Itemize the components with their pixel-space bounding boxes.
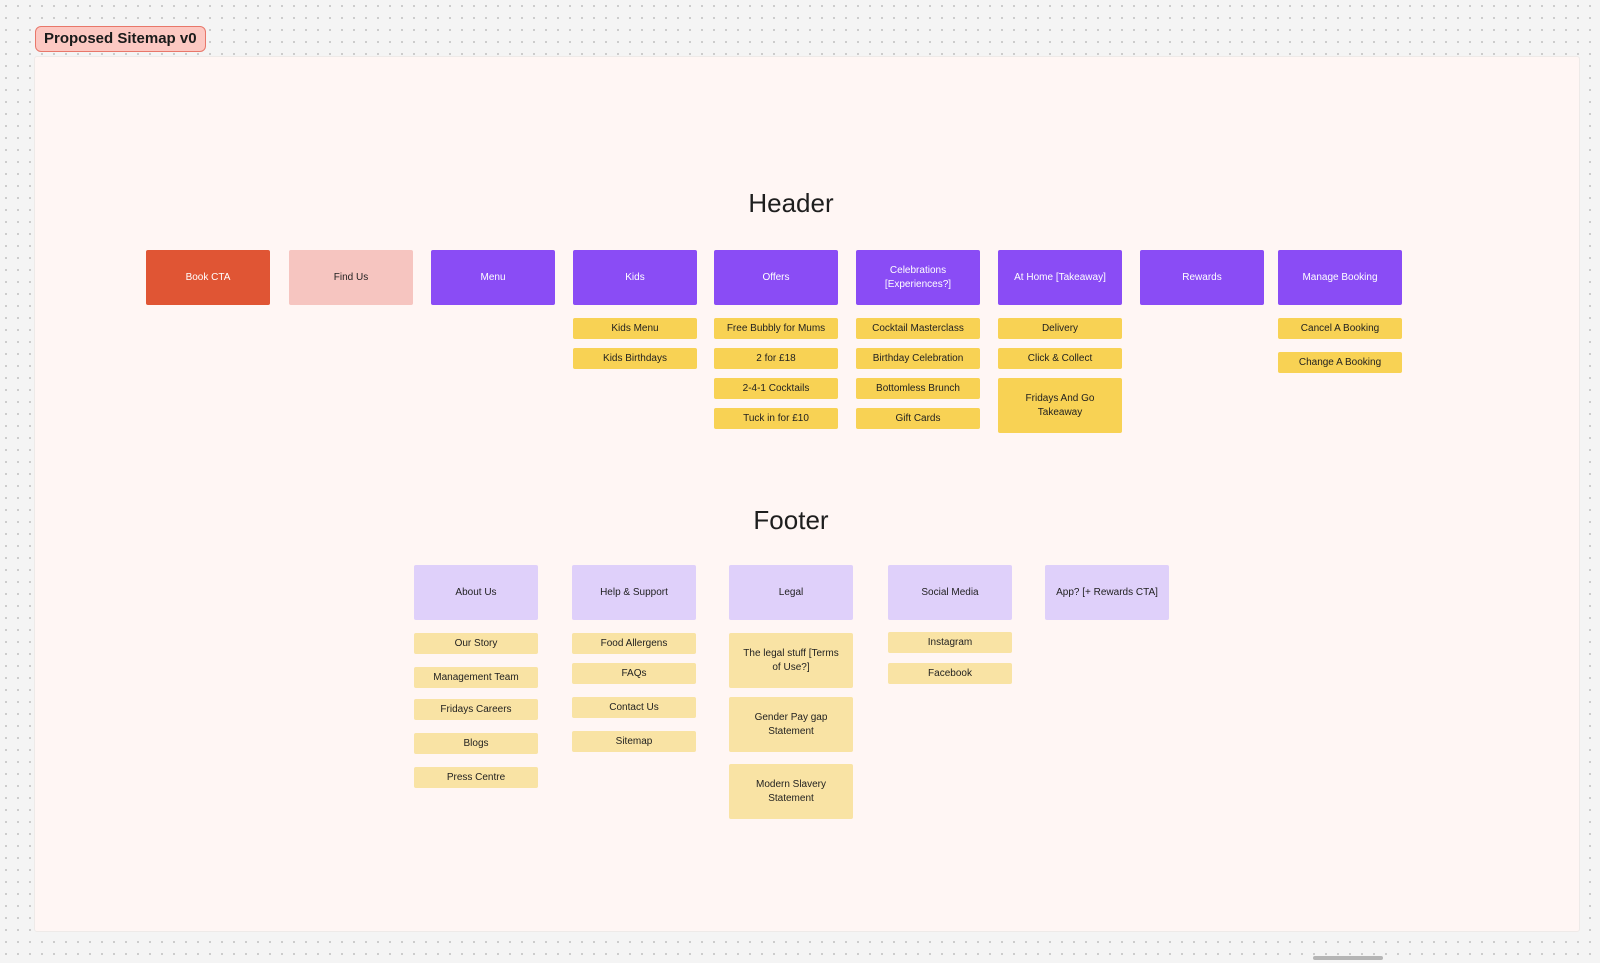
about-us-label: About Us bbox=[455, 586, 497, 598]
cancel-booking-node[interactable]: Cancel A Booking bbox=[1278, 318, 1402, 339]
blogs-node[interactable]: Blogs bbox=[414, 733, 538, 754]
tuck-in-label: Tuck in for £10 bbox=[743, 412, 809, 424]
cocktail-masterclass-label: Cocktail Masterclass bbox=[872, 322, 964, 334]
food-allergens-label: Food Allergens bbox=[600, 637, 668, 649]
kids-menu-label: Kids Menu bbox=[611, 322, 659, 334]
instagram-node[interactable]: Instagram bbox=[888, 632, 1012, 653]
two-for-18-label: 2 for £18 bbox=[756, 352, 796, 364]
footer-section-title: Footer bbox=[753, 505, 829, 535]
legal-stuff-node[interactable]: The legal stuff [Terms of Use?] bbox=[729, 633, 853, 688]
manage-booking-label: Manage Booking bbox=[1302, 271, 1378, 283]
app-rewards-label: App? [+ Rewards CTA] bbox=[1056, 586, 1158, 598]
sitemap-node[interactable]: Sitemap bbox=[572, 731, 696, 752]
change-booking-node[interactable]: Change A Booking bbox=[1278, 352, 1402, 373]
find-us-label: Find Us bbox=[333, 271, 369, 283]
menu-label: Menu bbox=[480, 271, 506, 283]
kids-node[interactable]: Kids bbox=[573, 250, 697, 305]
help-support-node[interactable]: Help & Support bbox=[572, 565, 696, 620]
celebrations-label: Celebrations [Experiences?] bbox=[884, 264, 952, 290]
two-for-18-node[interactable]: 2 for £18 bbox=[714, 348, 838, 369]
legal-node[interactable]: Legal bbox=[729, 565, 853, 620]
gender-pay-gap-label: Gender Pay gap Statement bbox=[754, 711, 828, 737]
click-collect-label: Click & Collect bbox=[1027, 352, 1093, 364]
social-media-node[interactable]: Social Media bbox=[888, 565, 1012, 620]
contact-us-node[interactable]: Contact Us bbox=[572, 697, 696, 718]
blogs-label: Blogs bbox=[463, 737, 489, 749]
legal-stuff-label: The legal stuff [Terms of Use?] bbox=[743, 647, 839, 673]
help-support-label: Help & Support bbox=[600, 586, 668, 598]
click-collect-node[interactable]: Click & Collect bbox=[998, 348, 1122, 369]
manage-booking-node[interactable]: Manage Booking bbox=[1278, 250, 1402, 305]
food-allergens-node[interactable]: Food Allergens bbox=[572, 633, 696, 654]
at-home-node[interactable]: At Home [Takeaway] bbox=[998, 250, 1122, 305]
fridays-careers-label: Fridays Careers bbox=[440, 703, 512, 715]
rewards-label: Rewards bbox=[1182, 271, 1222, 283]
facebook-node[interactable]: Facebook bbox=[888, 663, 1012, 684]
our-story-label: Our Story bbox=[454, 637, 498, 649]
birthday-celebration-label: Birthday Celebration bbox=[872, 352, 964, 364]
find-us-node[interactable]: Find Us bbox=[289, 250, 413, 305]
app-rewards-node[interactable]: App? [+ Rewards CTA] bbox=[1045, 565, 1169, 620]
cancel-booking-label: Cancel A Booking bbox=[1300, 322, 1380, 334]
gender-pay-gap-node[interactable]: Gender Pay gap Statement bbox=[729, 697, 853, 752]
fridays-careers-node[interactable]: Fridays Careers bbox=[414, 699, 538, 720]
kids-label: Kids bbox=[625, 271, 645, 283]
header-section-title: Header bbox=[748, 188, 834, 218]
kids-menu-node[interactable]: Kids Menu bbox=[573, 318, 697, 339]
fridays-and-go-node[interactable]: Fridays And Go Takeaway bbox=[998, 378, 1122, 433]
bottomless-brunch-node[interactable]: Bottomless Brunch bbox=[856, 378, 980, 399]
free-bubbly-label: Free Bubbly for Mums bbox=[726, 322, 826, 334]
modern-slavery-label: Modern Slavery Statement bbox=[755, 778, 827, 804]
gift-cards-node[interactable]: Gift Cards bbox=[856, 408, 980, 429]
bottomless-brunch-label: Bottomless Brunch bbox=[876, 382, 960, 394]
cocktail-masterclass-node[interactable]: Cocktail Masterclass bbox=[856, 318, 980, 339]
management-team-node[interactable]: Management Team bbox=[414, 667, 538, 688]
rewards-node[interactable]: Rewards bbox=[1140, 250, 1264, 305]
celebrations-node[interactable]: Celebrations [Experiences?] bbox=[856, 250, 980, 305]
horizontal-scrollbar[interactable] bbox=[1313, 956, 1383, 960]
press-centre-label: Press Centre bbox=[446, 771, 506, 783]
management-team-label: Management Team bbox=[433, 671, 519, 683]
sitemap-label: Sitemap bbox=[615, 735, 653, 747]
tuck-in-node[interactable]: Tuck in for £10 bbox=[714, 408, 838, 429]
change-booking-label: Change A Booking bbox=[1298, 356, 1382, 368]
press-centre-node[interactable]: Press Centre bbox=[414, 767, 538, 788]
faqs-label: FAQs bbox=[621, 667, 647, 679]
kids-birthdays-node[interactable]: Kids Birthdays bbox=[573, 348, 697, 369]
gift-cards-label: Gift Cards bbox=[895, 412, 941, 424]
cocktails-241-node[interactable]: 2-4-1 Cocktails bbox=[714, 378, 838, 399]
modern-slavery-node[interactable]: Modern Slavery Statement bbox=[729, 764, 853, 819]
faqs-node[interactable]: FAQs bbox=[572, 663, 696, 684]
instagram-label: Instagram bbox=[927, 636, 973, 648]
free-bubbly-node[interactable]: Free Bubbly for Mums bbox=[714, 318, 838, 339]
fridays-and-go-label: Fridays And Go Takeaway bbox=[1025, 392, 1095, 418]
contact-us-label: Contact Us bbox=[609, 701, 659, 713]
at-home-label: At Home [Takeaway] bbox=[1014, 271, 1106, 283]
facebook-label: Facebook bbox=[928, 667, 972, 679]
book-cta-node[interactable]: Book CTA bbox=[146, 250, 270, 305]
menu-node[interactable]: Menu bbox=[431, 250, 555, 305]
birthday-celebration-node[interactable]: Birthday Celebration bbox=[856, 348, 980, 369]
legal-label: Legal bbox=[778, 586, 804, 598]
delivery-label: Delivery bbox=[1041, 322, 1079, 334]
kids-birthdays-label: Kids Birthdays bbox=[603, 352, 667, 364]
offers-node[interactable]: Offers bbox=[714, 250, 838, 305]
about-us-node[interactable]: About Us bbox=[414, 565, 538, 620]
book-cta-label: Book CTA bbox=[185, 271, 231, 283]
cocktails-241-label: 2-4-1 Cocktails bbox=[742, 382, 810, 394]
frame-label[interactable]: Proposed Sitemap v0 bbox=[35, 26, 206, 52]
offers-label: Offers bbox=[762, 271, 790, 283]
our-story-node[interactable]: Our Story bbox=[414, 633, 538, 654]
delivery-node[interactable]: Delivery bbox=[998, 318, 1122, 339]
social-media-label: Social Media bbox=[921, 586, 979, 598]
